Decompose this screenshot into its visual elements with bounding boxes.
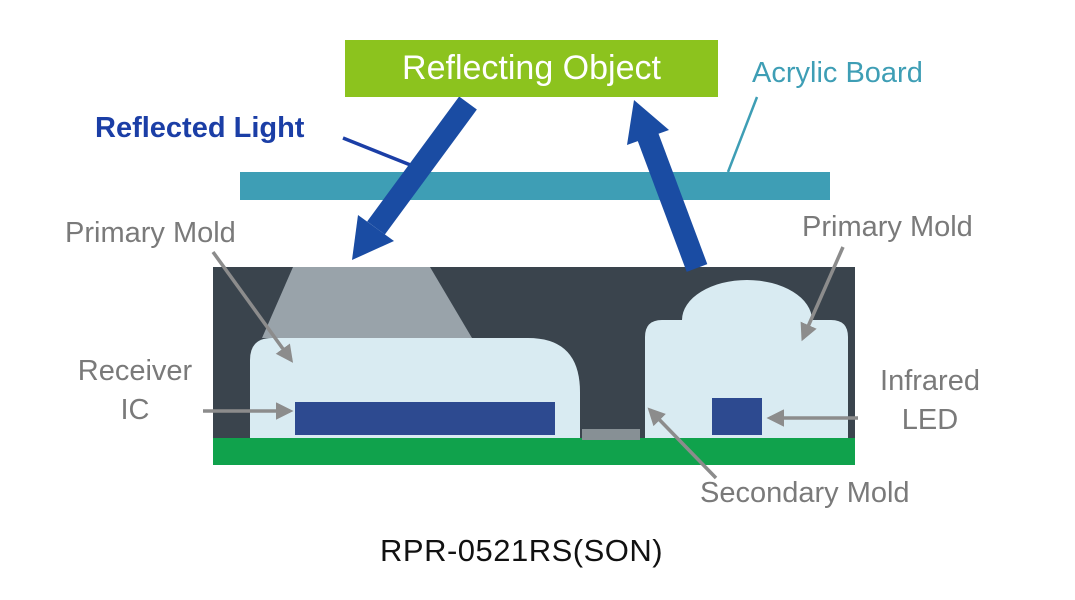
led-dome-cavity [645, 280, 848, 438]
reflected-light-label: Reflected Light [95, 112, 305, 144]
reflected-light-arrow [352, 96, 477, 260]
pcb-substrate [213, 438, 855, 465]
reflecting-object-label: Reflecting Object [345, 40, 718, 97]
primary-mold-left-label: Primary Mold [65, 217, 236, 249]
receiver-ic-label-line2: IC [120, 394, 150, 427]
receiver-ic-label: Receiver IC [60, 352, 210, 430]
center-pad [582, 429, 640, 440]
primary-mold-right-pointer [800, 246, 845, 342]
infrared-led-label-line2: LED [901, 404, 959, 437]
infrared-led-label-line1: Infrared [880, 365, 980, 397]
part-number-caption: RPR-0521RS(SON) [380, 533, 664, 568]
receiver-ic-die [295, 402, 555, 435]
primary-mold-left-pointer [211, 250, 294, 363]
reflected-light-leader [342, 136, 414, 168]
receiver-ic-label-line1: Receiver [77, 355, 193, 387]
acrylic-board-leader [726, 96, 759, 173]
acrylic-board-label: Acrylic Board [752, 57, 923, 89]
emitted-light-arrow [627, 100, 708, 272]
secondary-mold-label: Secondary Mold [700, 477, 910, 509]
infrared-led-die [712, 398, 762, 435]
infrared-led-label: Infrared LED [865, 362, 995, 440]
primary-mold-right-label: Primary Mold [802, 211, 973, 243]
acrylic-board-bar [240, 172, 830, 200]
receiver-aperture-funnel [262, 267, 472, 338]
secondary-mold-pointer [647, 407, 718, 480]
